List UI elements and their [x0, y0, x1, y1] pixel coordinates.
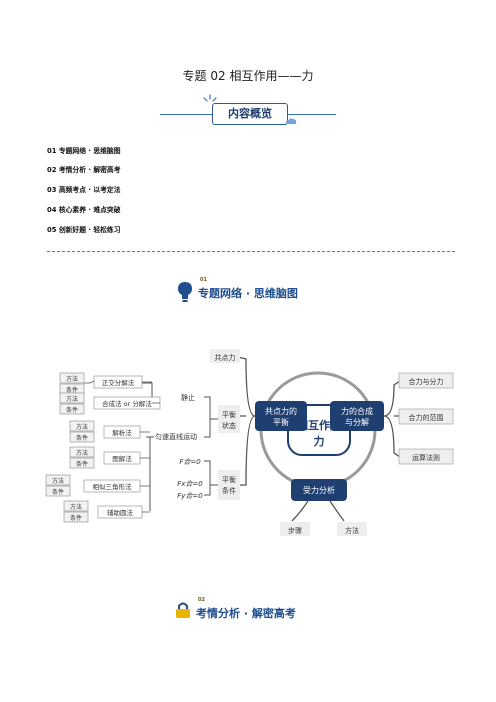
lock-icon [176, 602, 190, 618]
formula-1: F合=0 [179, 458, 201, 466]
method-row-1: 方法 条件 正交分解法 [59, 372, 143, 395]
banner-line-left [160, 114, 212, 115]
condition-text-1: 平衡 [222, 475, 236, 484]
core-left-text-2: 平衡 [273, 417, 289, 427]
uniform-text: 匀速直线运动 [155, 432, 197, 441]
static-text: 静止 [181, 393, 195, 402]
svg-text:方法: 方法 [66, 395, 78, 403]
cloud-icon [285, 118, 297, 124]
sparkle-icon [203, 94, 217, 102]
right-item-2-box [398, 408, 454, 425]
state-box [218, 405, 240, 433]
right-item-1-box [398, 372, 454, 389]
method-row-3: 方法 条件 解析法 [69, 420, 141, 443]
core-right-text-1: 力的合成 [341, 406, 373, 416]
mindmap: 相互作用 力 共点力的 平衡 力的合成 与分解 受力分析 合力与分力 合力的范围… [45, 349, 454, 536]
banner-line-right [288, 114, 336, 115]
bottom-item-2-box [337, 522, 367, 536]
right-item-2: 合力的范围 [409, 413, 444, 422]
svg-text:正交分解法: 正交分解法 [102, 378, 135, 387]
core-left-text-1: 共点力的 [265, 406, 297, 416]
core-bottom-text: 受力分析 [303, 485, 335, 495]
section-divider [47, 251, 455, 252]
bottom-item-1-box [280, 522, 310, 536]
toc-item-1[interactable]: 01 专题网络 · 思维脑图 [47, 147, 121, 155]
right-item-1: 合力与分力 [409, 377, 444, 386]
svg-text:辅助圆法: 辅助圆法 [107, 508, 134, 517]
method-row-4: 方法 条件 图解法 [69, 446, 141, 469]
state-text-2: 状态 [222, 421, 236, 430]
svg-text:相似三角形法: 相似三角形法 [93, 482, 133, 491]
core-bottom-box [291, 479, 347, 501]
overview-banner-label: 内容概览 [212, 103, 288, 125]
core-right-text-2: 与分解 [345, 417, 369, 427]
svg-text:合成法 or 分解法: 合成法 or 分解法 [102, 399, 152, 408]
right-item-3-box [398, 448, 454, 465]
method-row-2: 方法 条件 合成法 or 分解法 [59, 392, 161, 415]
svg-text:图解法: 图解法 [112, 454, 132, 463]
state-text-1: 平衡 [222, 410, 236, 419]
section2-number: 02 [198, 597, 205, 603]
formula-2b: Fy合=0 [177, 492, 203, 500]
toc-item-2[interactable]: 02 考情分析 · 解密高考 [47, 166, 121, 174]
method-row-6: 方法 条件 辅助圆法 [63, 500, 143, 523]
page-title: 专题 02 相互作用——力 [182, 69, 314, 83]
core-right-box [330, 401, 384, 431]
toc-item-3[interactable]: 03 高频考点 · 以考定法 [47, 186, 121, 194]
bottom-item-2: 方法 [345, 526, 359, 535]
svg-text:方法: 方法 [70, 503, 82, 511]
condition-box [218, 470, 240, 500]
left-top-text: 共点力 [215, 353, 236, 362]
right-item-3: 运算法则 [412, 453, 440, 462]
left-top-box [210, 349, 240, 363]
core-left-box [255, 401, 307, 431]
section2-title: 考情分析 · 解密高考 [196, 607, 296, 620]
center-sub-text: 力 [314, 434, 325, 448]
svg-text:条件: 条件 [76, 460, 88, 468]
lightbulb-icon [178, 282, 192, 302]
section1-number: 01 [200, 277, 207, 283]
bottom-item-1: 步骤 [288, 526, 302, 535]
section2-header: 02 考情分析 · 解密高考 [174, 597, 334, 623]
toc-item-5[interactable]: 05 创新好题 · 轻松练习 [47, 226, 121, 234]
svg-text:条件: 条件 [70, 514, 82, 522]
svg-text:方法: 方法 [76, 449, 88, 457]
overview-banner: 内容概览 [160, 94, 336, 130]
svg-text:条件: 条件 [76, 434, 88, 442]
section1-title: 专题网络 · 思维脑图 [198, 287, 298, 300]
svg-text:方法: 方法 [52, 477, 64, 485]
svg-text:条件: 条件 [66, 406, 78, 414]
toc-item-4[interactable]: 04 核心素养 · 难点突破 [47, 206, 121, 214]
svg-text:方法: 方法 [76, 423, 88, 431]
method-row-5: 方法 条件 相似三角形法 [45, 474, 141, 497]
condition-text-2: 条件 [222, 486, 236, 495]
section1-header: 01 专题网络 · 思维脑图 [176, 277, 336, 303]
svg-text:解析法: 解析法 [112, 428, 132, 437]
svg-text:条件: 条件 [52, 488, 64, 496]
svg-text:条件: 条件 [66, 386, 78, 394]
svg-text:方法: 方法 [66, 375, 78, 383]
formula-2a: Fx合=0 [177, 480, 203, 488]
